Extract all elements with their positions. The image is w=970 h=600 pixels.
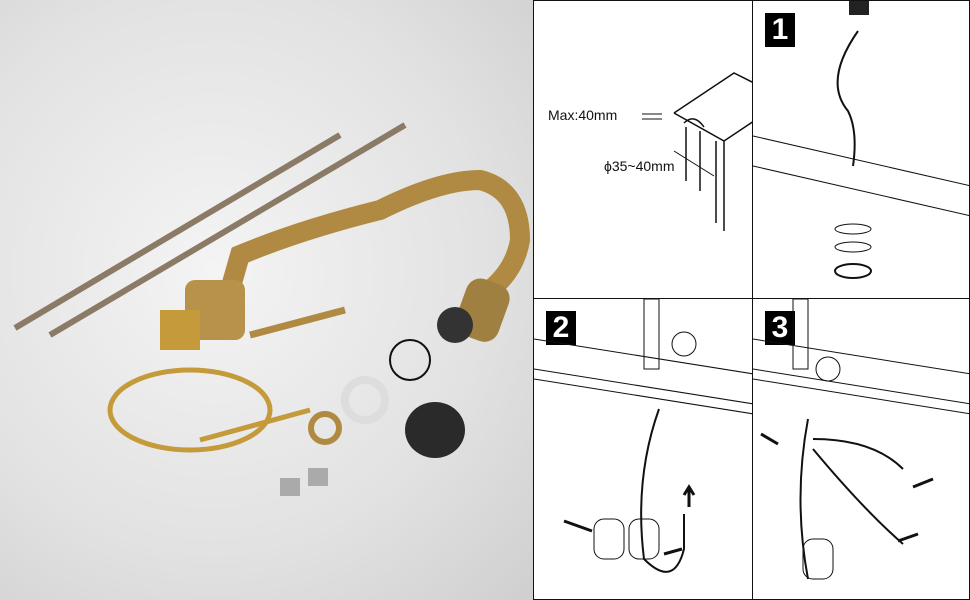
panel-step-3: 3: [752, 298, 970, 600]
gasket: [341, 376, 389, 424]
faucet-spout: [220, 169, 531, 298]
adapter-2: [308, 468, 328, 486]
panel-step-1: 1: [752, 0, 970, 299]
step-number-badge: 3: [765, 311, 795, 345]
panel-hole-size: Max:40mm ϕ35~40mm: [533, 0, 753, 299]
pull-out-hose: [107, 367, 273, 453]
step-number-badge: 1: [765, 13, 795, 47]
faucet-base: [160, 310, 200, 350]
adapter-1: [280, 478, 300, 496]
panel-step-2: 2: [533, 298, 753, 600]
product-photo: [0, 0, 533, 600]
hole-diameter-label: ϕ35~40mm: [604, 158, 675, 174]
supply-hose-2: [48, 122, 407, 338]
mounting-nut: [308, 411, 342, 445]
faucet-handle: [249, 306, 346, 339]
faucet-parts-illustration: [13, 122, 531, 496]
supply-hose-1: [13, 132, 342, 331]
hose-weight: [405, 402, 465, 458]
step-number-badge: 2: [546, 311, 576, 345]
max-thickness-label: Max:40mm: [548, 107, 618, 123]
spray-face: [437, 307, 473, 343]
o-ring: [389, 339, 431, 381]
